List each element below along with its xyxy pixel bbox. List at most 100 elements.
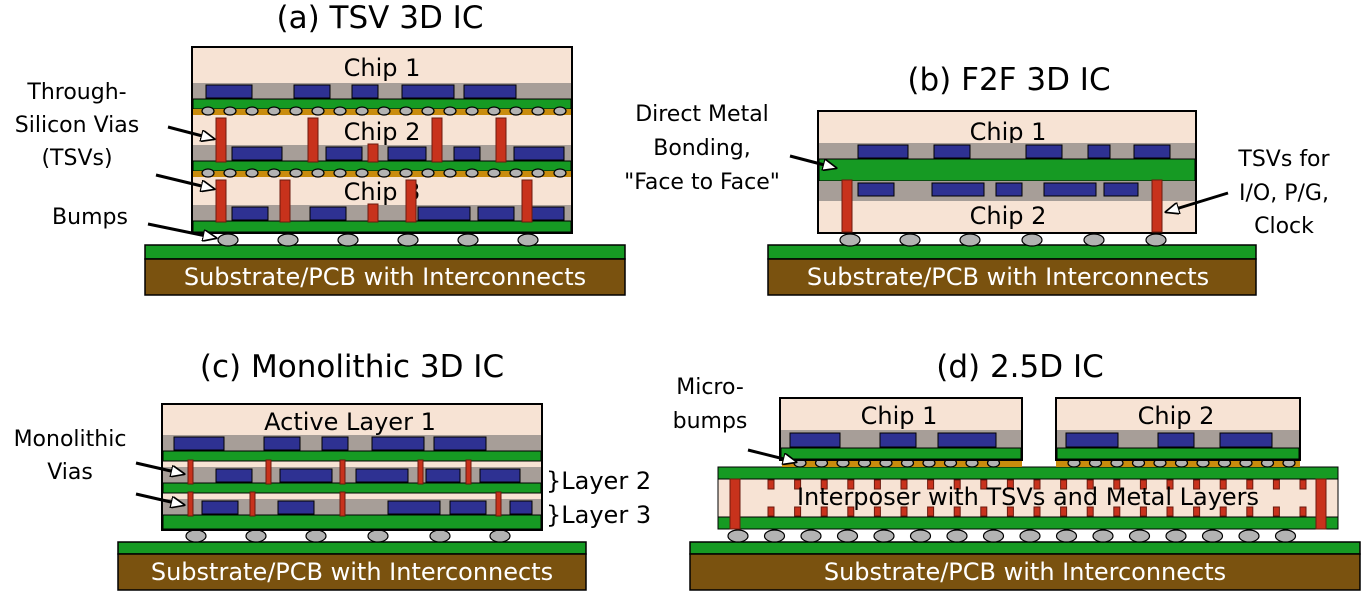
panel-a-chip-stack: [191, 46, 573, 234]
device: [453, 146, 481, 161]
via: [1166, 506, 1174, 517]
panel-a-tsv-label-2: Silicon Vias: [15, 113, 139, 138]
bump: [185, 529, 207, 543]
device: [931, 182, 985, 197]
panel-c-substrate-top: [117, 541, 587, 555]
via: [1272, 479, 1280, 490]
via: [1006, 479, 1014, 490]
device: [355, 468, 409, 483]
panel-c-bumps: [185, 529, 511, 543]
tsv: [215, 117, 227, 163]
via: [187, 491, 194, 517]
device: [309, 206, 347, 221]
f2f-bond-layer: [818, 158, 1196, 182]
via: [953, 506, 961, 517]
panel-a-substrate-label: Substrate/PCB with Interconnects: [184, 263, 586, 291]
arrow: [747, 448, 796, 462]
panel-b-chip-2-label: Chip 2: [970, 202, 1047, 230]
via: [1272, 506, 1280, 517]
panel-b-bumps: [839, 233, 1167, 247]
tsv: [495, 117, 507, 163]
tsv: [431, 117, 443, 163]
via: [339, 491, 346, 517]
chip-bottom-layer: [1056, 447, 1300, 460]
panel-c-title: (c) Monolithic 3D IC: [200, 349, 504, 385]
via: [980, 506, 988, 517]
panel-c: (c) Monolithic 3D IC Substrate/PCB with …: [14, 349, 651, 591]
bump: [277, 233, 299, 247]
tsv: [1315, 478, 1327, 530]
via: [1086, 506, 1094, 517]
via: [1113, 479, 1121, 490]
panel-d-title: (d) 2.5D IC: [936, 349, 1104, 385]
via: [249, 491, 256, 517]
via: [767, 479, 775, 490]
device: [1065, 432, 1119, 448]
bump: [800, 529, 822, 543]
via: [1219, 506, 1227, 517]
bump: [909, 529, 932, 543]
device: [1103, 182, 1139, 197]
via: [794, 506, 802, 517]
panel-c-mv-label-1: Monolithic: [14, 427, 127, 452]
via: [1113, 506, 1121, 517]
device: [509, 500, 533, 515]
device: [387, 146, 427, 161]
arrow: [147, 222, 216, 238]
device: [201, 500, 239, 515]
via: [820, 506, 828, 517]
device: [321, 436, 349, 451]
panel-b: (b) F2F 3D IC Substrate/PCB with Interco…: [624, 62, 1331, 296]
micro-bumps: [201, 168, 567, 178]
panel-a-tsv-label-1: Through-: [26, 80, 126, 105]
via: [1033, 479, 1041, 490]
via: [847, 479, 855, 490]
bottom-layer: [162, 514, 542, 530]
tsv: [367, 143, 379, 163]
via: [1006, 506, 1014, 517]
via: [847, 506, 855, 517]
via: [1060, 506, 1068, 517]
device: [425, 468, 461, 483]
via: [187, 459, 194, 485]
via: [1033, 506, 1041, 517]
bonding-layer: [162, 450, 542, 462]
via: [1139, 506, 1147, 517]
bump: [1055, 529, 1078, 543]
panel-b-chip-1-label: Chip 1: [970, 118, 1047, 146]
bump: [1274, 529, 1297, 543]
device: [789, 432, 841, 448]
device: [449, 500, 487, 515]
panel-d: (d) 2.5D IC Substrate/PCB with Interconn…: [673, 349, 1361, 591]
tsv: [215, 179, 227, 223]
device: [477, 206, 515, 221]
bump: [397, 233, 419, 247]
panel-d-substrate-label: Substrate/PCB with Interconnects: [824, 558, 1226, 586]
via: [1219, 479, 1227, 490]
panel-b-tsvs: [841, 179, 1163, 233]
panel-d-substrate: [689, 553, 1361, 591]
device: [529, 206, 565, 221]
bump: [1145, 233, 1167, 247]
bump: [763, 529, 786, 543]
bump: [899, 233, 921, 247]
tsv: [405, 179, 417, 223]
bump: [337, 233, 359, 247]
panel-c-monolithic-vias: [187, 459, 502, 517]
panel-b-dmb-label-3: "Face to Face": [624, 170, 780, 195]
device: [1043, 182, 1097, 197]
panel-a-chip-2-label: Chip 2: [344, 118, 421, 146]
tsv: [367, 203, 379, 223]
panel-b-tsv-label-1: TSVs for: [1237, 147, 1330, 172]
bump: [457, 233, 479, 247]
device: [1133, 144, 1171, 159]
device: [933, 144, 971, 159]
bump: [959, 233, 981, 247]
via: [495, 491, 502, 517]
device: [1025, 144, 1063, 159]
via: [265, 459, 272, 485]
via: [980, 479, 988, 490]
micro-bumps: [201, 106, 567, 116]
panel-c-layer-1-label: Active Layer 1: [264, 408, 436, 436]
bonding-layer: [162, 482, 542, 494]
